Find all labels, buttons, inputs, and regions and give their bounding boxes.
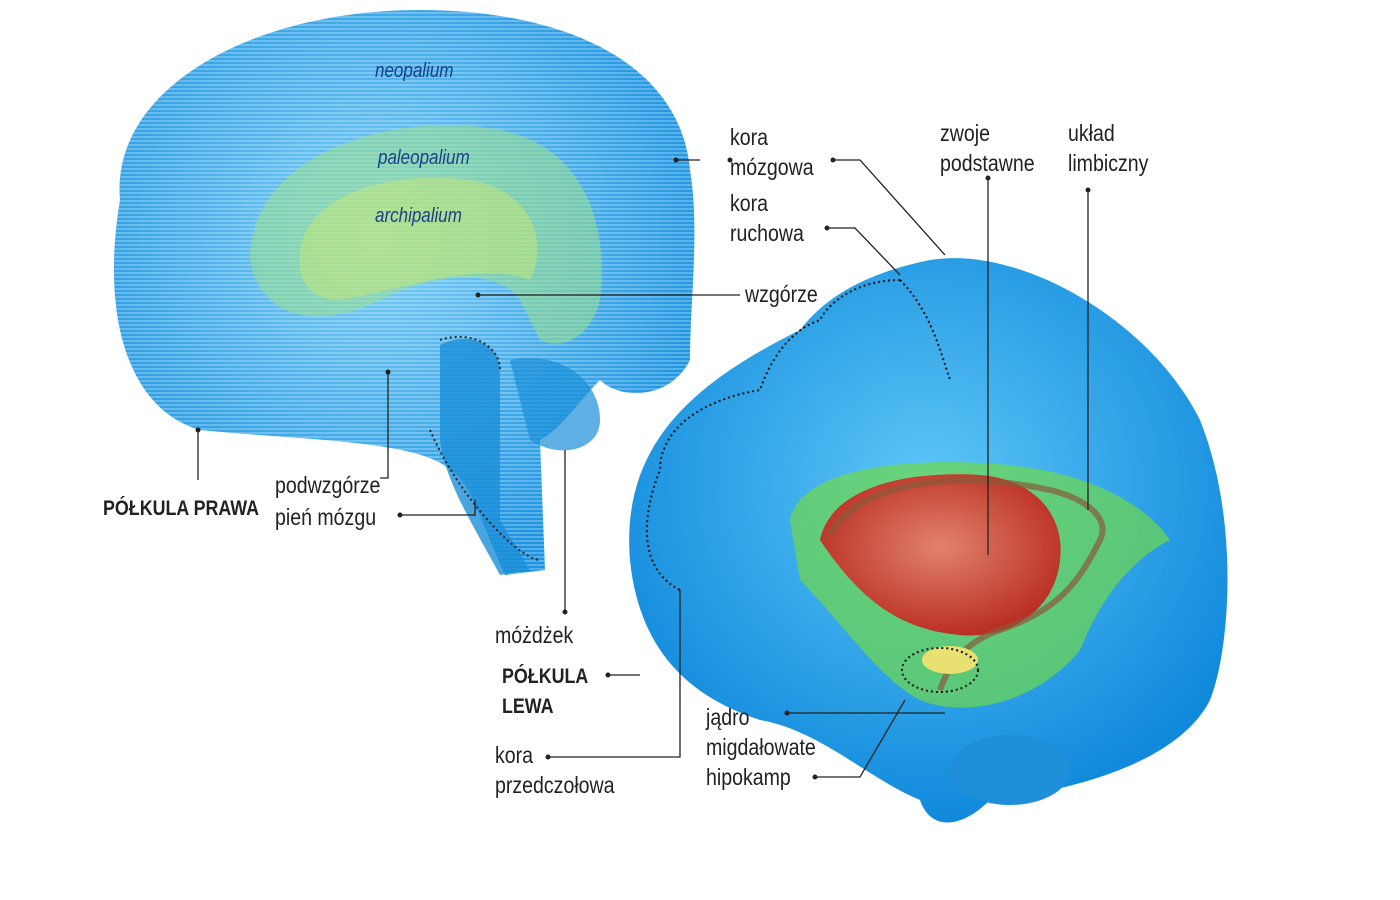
label-thalamus: wzgórze: [745, 281, 818, 307]
amygdala-shape: [922, 646, 978, 674]
basal-ganglia-shape: [820, 474, 1061, 636]
label-line: limbiczny: [1068, 150, 1149, 176]
label-line: PÓŁKULA: [502, 665, 589, 688]
label-left-hemisphere: PÓŁKULA LEWA: [502, 662, 588, 722]
cerebellum-shape: [510, 358, 600, 451]
label-basal-ganglia: zwoje podstawne: [940, 118, 1035, 178]
label-limbic-system: układ limbiczny: [1068, 118, 1148, 178]
label-prefrontal-cortex: kora przedczołowa: [495, 740, 615, 800]
label-line: LEWA: [502, 695, 554, 718]
label-right-hemisphere: PÓŁKULA PRAWA: [103, 497, 260, 520]
zone-paleopalium: paleopalium: [378, 147, 470, 169]
label-line: jądro: [706, 704, 750, 730]
leader-lines: [197, 159, 1089, 778]
zone-archipalium: archipalium: [375, 205, 462, 227]
zone-neopalium: neopalium: [375, 60, 454, 82]
label-amygdala: jądro migdałowate: [706, 702, 816, 762]
label-line: zwoje: [940, 120, 990, 146]
label-cerebral-cortex: kora mózgowa: [730, 122, 814, 182]
label-line: podstawne: [940, 150, 1035, 176]
label-line: migdałowate: [706, 734, 816, 760]
label-line: przedczołowa: [495, 772, 615, 798]
label-line: kora: [730, 124, 769, 150]
label-line: kora: [495, 742, 534, 768]
label-line: układ: [1068, 120, 1115, 146]
label-hypothalamus: podwzgórze: [275, 472, 381, 498]
label-hippocampus: hipokamp: [706, 764, 791, 790]
brainstem-shape: [440, 339, 530, 575]
label-brainstem: pień mózgu: [275, 504, 377, 530]
label-line: ruchowa: [730, 220, 804, 246]
label-cerebellum: móżdżek: [495, 622, 574, 648]
label-line: kora: [730, 190, 769, 216]
label-motor-cortex: kora ruchowa: [730, 188, 804, 248]
left-hemisphere: [629, 258, 1228, 823]
label-line: mózgowa: [730, 154, 814, 180]
right-hemisphere: [113, 10, 695, 575]
left-cerebellum-shape: [950, 735, 1070, 805]
